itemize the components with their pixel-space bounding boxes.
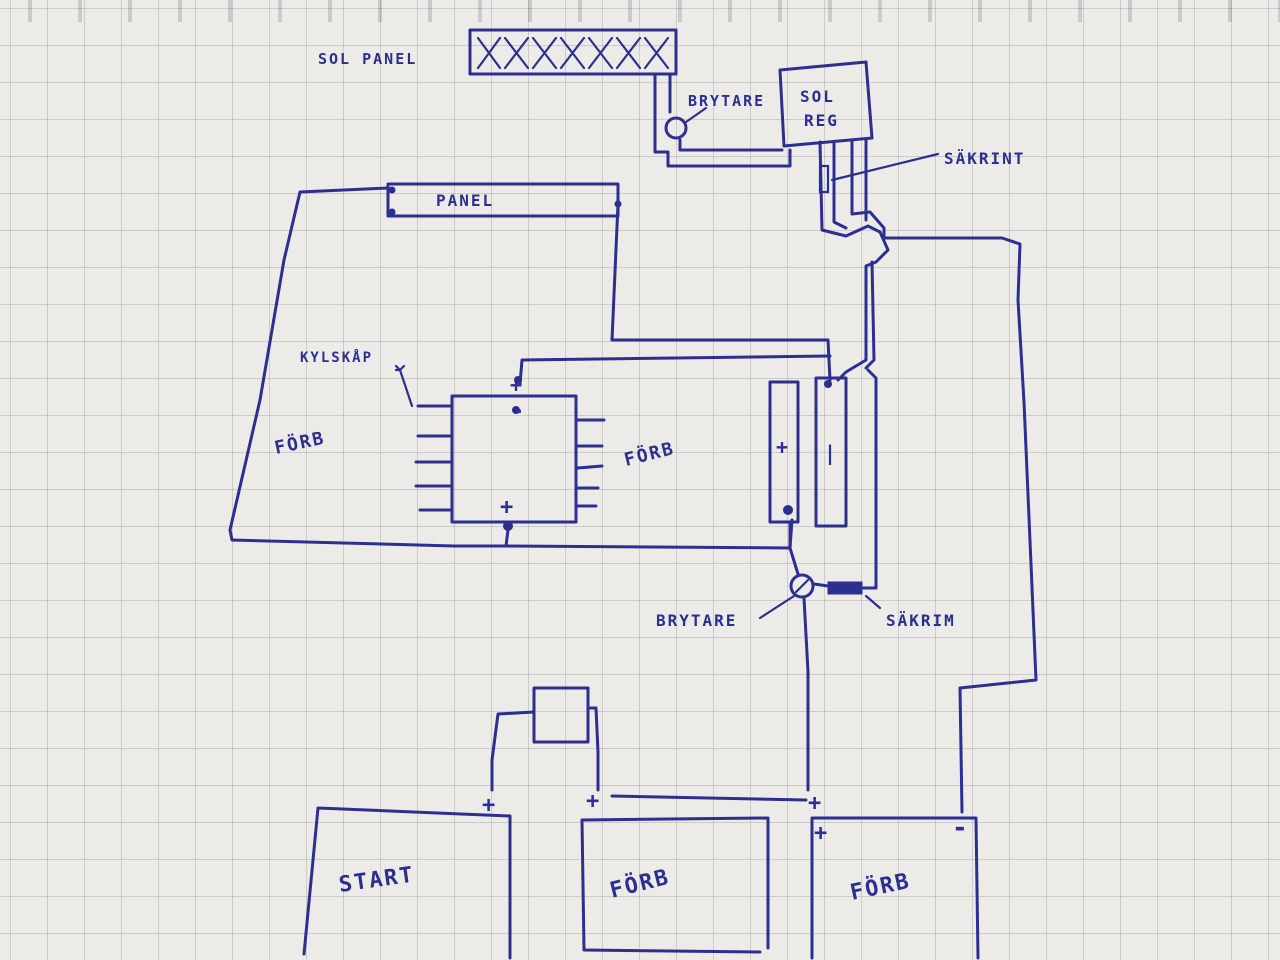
- solar-regulator-label-1: SOL: [800, 87, 835, 106]
- consumer-left-label: FÖRB: [272, 427, 327, 459]
- fuse-box-plus-bottom: +: [500, 495, 515, 520]
- battery-consumer-1-label: FÖRB: [607, 864, 672, 904]
- battery-consumer-1: [580, 816, 770, 954]
- battery-consumer-2: [810, 816, 980, 960]
- consumer-right-label: FÖRB: [622, 437, 677, 471]
- switch-top: [664, 106, 708, 140]
- battery-consumer-2-label: FÖRB: [848, 868, 913, 906]
- battery-consumer-2-plus-top: +: [808, 791, 823, 816]
- switch-top-label: BRYTARE: [688, 92, 765, 110]
- notebook-binding: [0, 0, 1280, 22]
- fuse-box-plus-top: +: [510, 373, 524, 397]
- bus-bar-plus: [768, 380, 800, 524]
- fuse-box-minus: -: [510, 396, 526, 424]
- control-panel: [386, 182, 622, 218]
- bus-bar-minus-label: |: [824, 441, 838, 465]
- fuse-bottom: [827, 581, 882, 610]
- battery-consumer-2-minus: -: [952, 813, 970, 843]
- solar-regulator-label-2: REG: [804, 111, 839, 130]
- bus-bar-plus-label: +: [776, 435, 790, 459]
- solar-panel: [468, 28, 678, 76]
- fuse-top: [818, 152, 940, 194]
- bus-bar-minus: [814, 376, 848, 528]
- battery-start-label: START: [337, 863, 416, 898]
- fuse-box: [414, 354, 832, 548]
- fridge-arrow: [394, 364, 414, 408]
- fridge-label: KYLSKÅP: [300, 349, 373, 366]
- battery-consumer-2-plus: +: [814, 821, 829, 846]
- battery-start-plus: +: [482, 793, 497, 818]
- control-panel-label: PANEL: [436, 191, 494, 210]
- solar-regulator: [778, 60, 874, 148]
- battery-consumer-1-plus: +: [586, 789, 601, 814]
- switch-bottom: [758, 573, 815, 620]
- fuse-top-label: SÄKRINT: [944, 149, 1025, 168]
- battery-start: [302, 806, 512, 960]
- solar-panel-label: SOL PANEL: [318, 50, 417, 68]
- switch-bottom-label: BRYTARE: [656, 611, 737, 630]
- fuse-bottom-label: SÄKRIM: [886, 611, 956, 630]
- battery-isolator: [490, 686, 600, 792]
